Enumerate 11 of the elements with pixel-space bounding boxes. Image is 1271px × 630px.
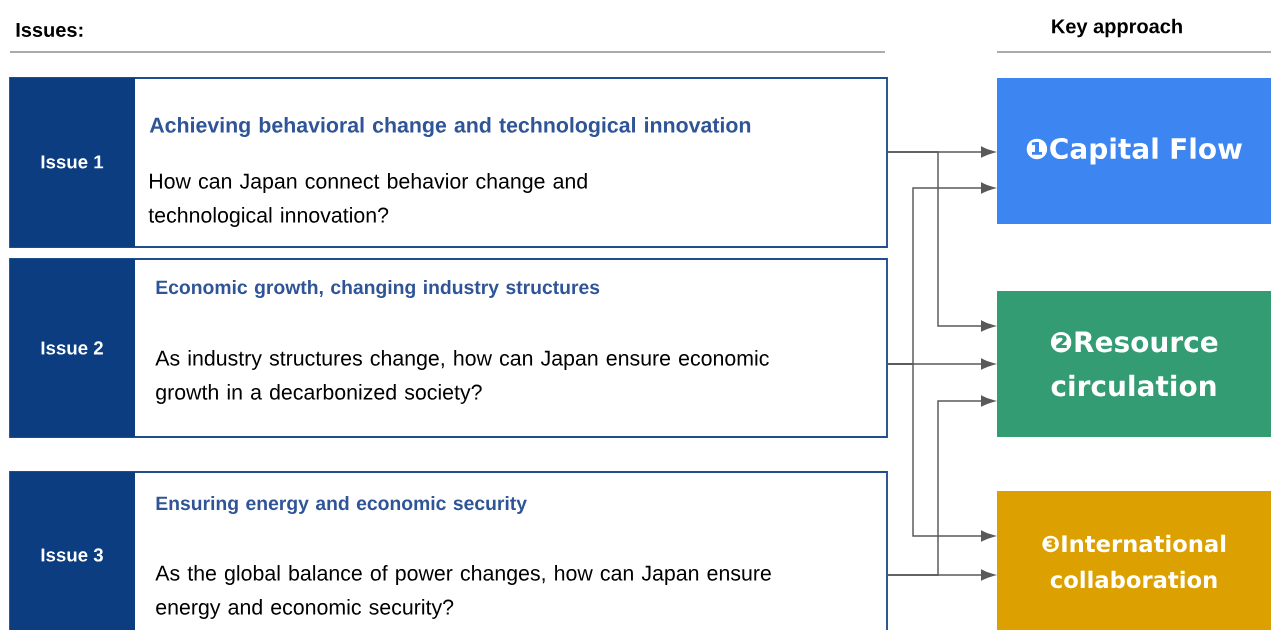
arrow <box>886 395 995 576</box>
arrow <box>886 363 995 542</box>
approach-box: ❸International collaboration <box>997 491 1271 630</box>
issue-box: Issue 3 Ensuring energy and economic security As the global balance of power changes, how can Japan ensure energy and economic security? <box>9 471 888 630</box>
section-heading: Key approach <box>1052 18 1182 38</box>
issue-box: Issue 1 Achieving behavioral change and technological innovation How can Japan connect behavior change and technological innovation? <box>9 77 888 248</box>
issue-box: Issue 2 Economic growth, changing industry structures As industry structures change, how can Japan ensure economic growth in a decarbonized society? <box>9 258 888 438</box>
arrow <box>886 151 995 332</box>
approach-box: ❶Capital Flow <box>997 78 1271 224</box>
approach-box: ❷Resource circulation <box>997 291 1271 437</box>
section-heading: Issues: <box>16 23 83 37</box>
